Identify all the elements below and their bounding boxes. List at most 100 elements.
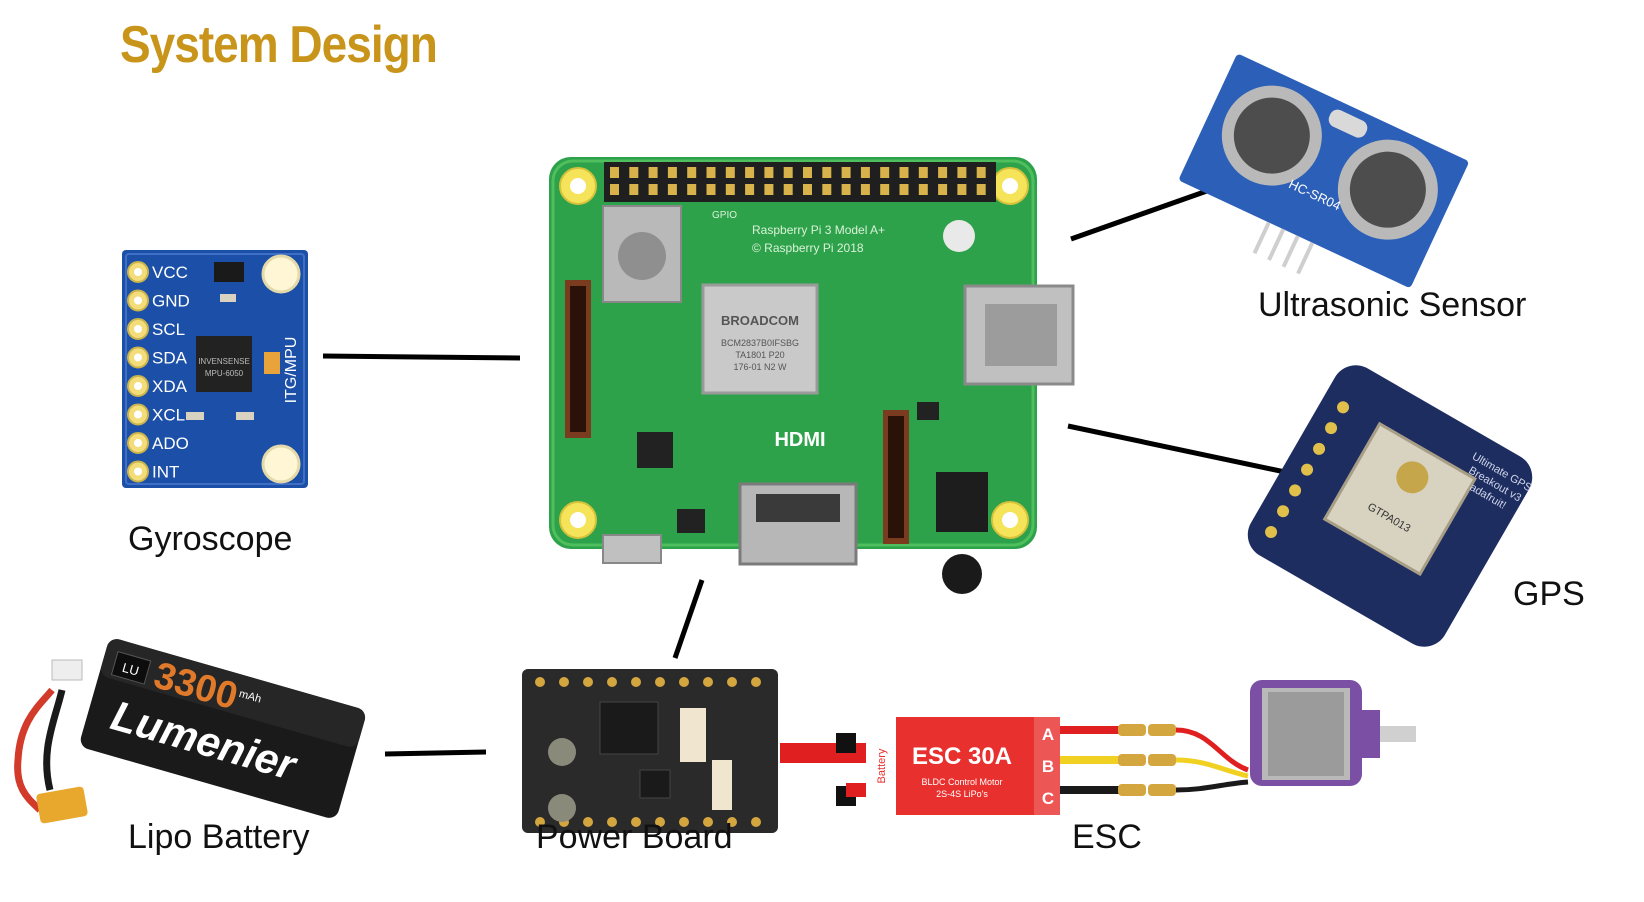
- gpio-pin: [860, 167, 870, 178]
- gpio-pin: [957, 167, 967, 178]
- label-esc: ESC: [1072, 818, 1142, 856]
- gpio-pin: [667, 167, 677, 178]
- pb-pad: [727, 677, 737, 687]
- pb-pad: [583, 817, 593, 827]
- brushless-motor: [1250, 680, 1416, 786]
- gpio-pin: [803, 184, 812, 195]
- gpio-pin: [957, 184, 967, 195]
- label-battery: Lipo Battery: [128, 818, 309, 856]
- pb-pad: [631, 817, 641, 827]
- gpio-pin: [725, 167, 735, 178]
- gpio-pin: [648, 167, 658, 178]
- gpio-pin: [803, 167, 812, 178]
- gyro-pin-label: INT: [152, 463, 179, 482]
- pb-pad: [751, 677, 761, 687]
- label-ultrasonic: Ultrasonic Sensor: [1258, 286, 1526, 324]
- gyro-pin-label: ADO: [152, 434, 189, 453]
- line-gps-pi: [1067, 423, 1286, 475]
- gpio-pin: [745, 184, 755, 195]
- pb-pad: [631, 677, 641, 687]
- gyro-model-label: ITG/MPU: [283, 337, 300, 404]
- pb-pad: [751, 817, 761, 827]
- esc-phase-b: B: [1042, 757, 1054, 776]
- gpio-pin: [880, 167, 890, 178]
- gpio-pin: [648, 184, 658, 195]
- gpio-pin: [629, 167, 639, 178]
- pb-pad: [727, 817, 737, 827]
- gpio-pin: [899, 167, 909, 178]
- gpio-pin: [610, 167, 619, 178]
- gpio-label: GPIO: [712, 210, 737, 221]
- gpio-pin: [899, 184, 909, 195]
- pb-pad: [607, 677, 617, 687]
- gpio-pin: [610, 184, 619, 195]
- gpio-pin: [745, 167, 755, 178]
- gpio-pin: [822, 184, 832, 195]
- gpio-pin: [783, 167, 793, 178]
- power-board: [522, 669, 778, 833]
- raspberry-pi-board: GPIO Raspberry Pi 3 Model A+ © Raspberry…: [549, 157, 1075, 594]
- gpio-pin: [976, 167, 986, 178]
- gpio-pin: [783, 184, 793, 195]
- gyro-pin-label: XCL: [152, 406, 185, 425]
- label-gps: GPS: [1513, 575, 1585, 613]
- battery-unit: mAh: [238, 688, 263, 706]
- esc-battery-label: Battery: [876, 748, 888, 783]
- gyro-pin-label: GND: [152, 292, 190, 311]
- gyro-pin-label: VCC: [152, 263, 188, 282]
- pb-pad: [703, 677, 713, 687]
- gps-module: GTPA013 Ultimate GPS Breakout v3 adafrui…: [1247, 365, 1534, 647]
- gpio-pin: [667, 184, 677, 195]
- label-power-board: Power Board: [536, 818, 733, 856]
- pb-pad: [535, 817, 545, 827]
- soc-line3: 176-01 N2 W: [733, 362, 787, 372]
- pb-pad: [535, 677, 545, 687]
- gpio-pin: [841, 167, 851, 178]
- gpio-pin: [822, 167, 832, 178]
- pb-pad: [703, 817, 713, 827]
- lipo-battery: LU 3300 mAh Lumenier: [14, 639, 366, 824]
- pb-pad: [655, 817, 665, 827]
- hdmi-label: HDMI: [774, 429, 825, 451]
- gpio-pin: [687, 167, 697, 178]
- label-gyroscope: Gyroscope: [128, 520, 292, 558]
- esc-phase-a: A: [1042, 725, 1054, 744]
- esc-unit: Battery ESC 30A BLDC Control Motor 2S-4S…: [780, 717, 1249, 815]
- gyro-pin-label: SDA: [152, 349, 188, 368]
- soc-line2: TA1801 P20: [735, 350, 784, 360]
- soc-brand: BROADCOM: [721, 313, 799, 328]
- gpio-pin: [687, 184, 697, 195]
- pi-copyright-text: © Raspberry Pi 2018: [752, 241, 864, 255]
- svg-text:INVENSENSE: INVENSENSE: [198, 357, 250, 366]
- gpio-pin: [938, 167, 948, 178]
- gyro-pin-hole: [134, 439, 142, 447]
- gpio-pin: [629, 184, 639, 195]
- gpio-pin: [976, 184, 986, 195]
- gyro-pin-label: XDA: [152, 377, 188, 396]
- gyro-pin-hole: [134, 353, 142, 362]
- connection-lines: [322, 177, 1286, 757]
- gyro-pin-hole: [134, 410, 142, 419]
- pb-pad: [607, 817, 617, 827]
- pi-model-text: Raspberry Pi 3 Model A+: [752, 223, 885, 237]
- gpio-pin: [918, 167, 928, 178]
- gpio-pin: [764, 184, 774, 195]
- battery-badge: LU: [121, 660, 141, 679]
- esc-sub1: BLDC Control Motor: [921, 777, 1002, 787]
- gpio-pin: [880, 184, 890, 195]
- gyro-pin-hole: [134, 268, 142, 276]
- gpio-pin: [938, 184, 948, 195]
- gyro-pin-hole: [134, 467, 142, 476]
- gpio-pin: [764, 167, 774, 178]
- line-battery-powerboard: [384, 749, 487, 757]
- gyro-pin-label: SCL: [152, 320, 185, 339]
- line-gyro-pi: [322, 353, 521, 361]
- pb-pad: [559, 677, 569, 687]
- gyro-pin-hole: [134, 296, 142, 305]
- line-pi-powerboard: [672, 579, 705, 659]
- gpio-pin: [725, 184, 735, 195]
- gpio-pin: [841, 184, 851, 195]
- gpio-pin: [860, 184, 870, 195]
